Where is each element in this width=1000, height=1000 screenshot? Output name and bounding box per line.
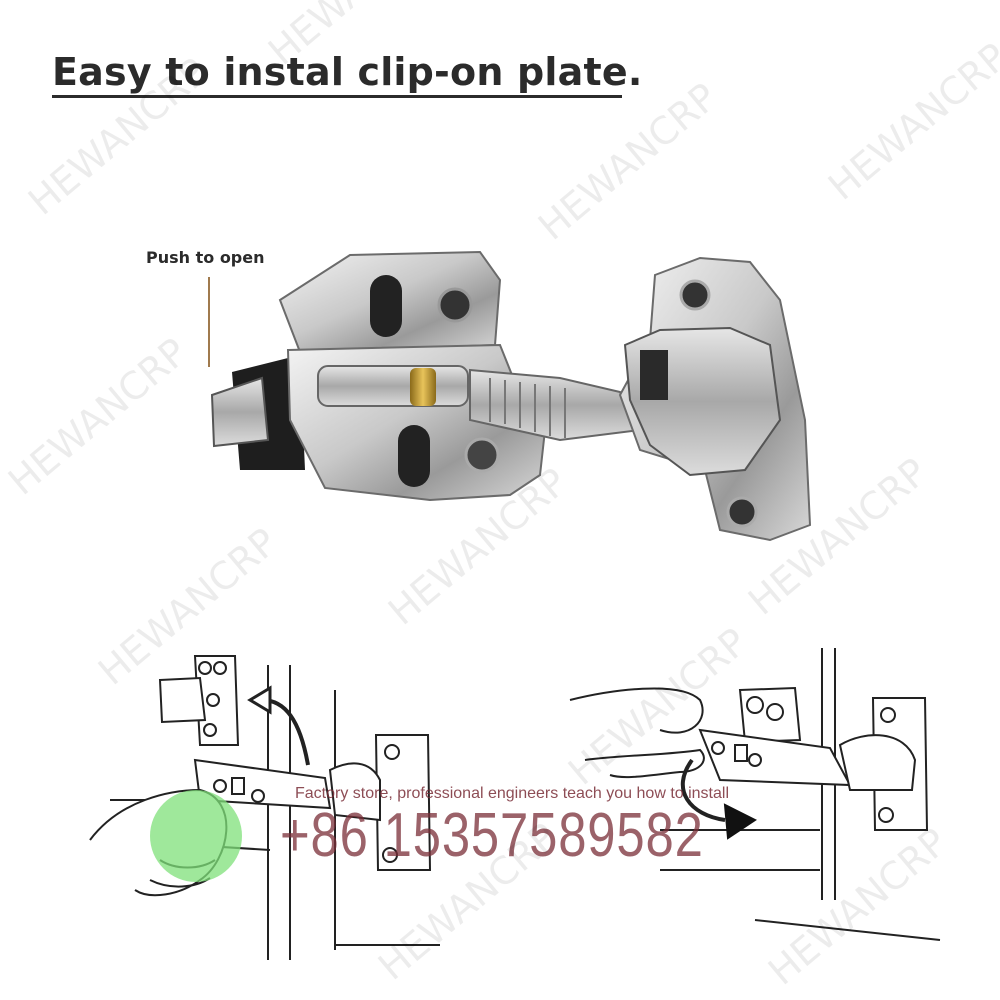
cup-bottom-screw-hole [726, 496, 758, 528]
hinge-clip-tab [210, 376, 270, 448]
push-to-open-label: Push to open [146, 248, 265, 267]
wechat-icon [150, 790, 242, 882]
top-slot-hole [370, 275, 402, 337]
promo-phone: +86 15357589582 [280, 801, 704, 870]
top-round-hole [437, 287, 473, 323]
illustration-right [569, 648, 941, 941]
cup-top-screw-hole [679, 279, 711, 311]
brass-piston [410, 368, 436, 406]
hinge-cylinder [317, 365, 469, 407]
callout-line [208, 277, 210, 367]
page-title: Easy to instal clip-on plate. [52, 50, 643, 94]
promo-text: Factory store, professional engineers te… [295, 785, 730, 802]
title-underline [52, 95, 622, 98]
cup-opening [640, 350, 668, 400]
hinge-photo [210, 250, 812, 542]
bottom-round-hole [464, 437, 500, 473]
bottom-slot-hole [398, 425, 430, 487]
